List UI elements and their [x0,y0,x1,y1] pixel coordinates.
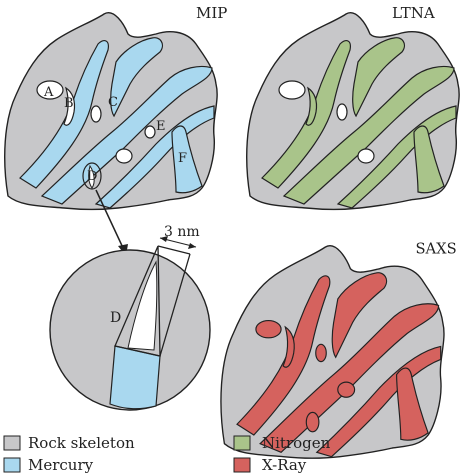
label-f: F [178,151,187,166]
label-a: A [43,85,54,100]
legend-swatch-rock [3,435,21,451]
pore-a [36,80,64,100]
legend-swatch-mercury [3,457,21,473]
label-c: C [108,95,118,110]
zoom-width-label: 3 nm [164,224,200,240]
saxs-title: SAXS [415,239,456,257]
zoom-detail: 3 nm D [49,189,211,411]
legend-label-rock: Rock skeleton [28,434,135,452]
saxs-panel: SAXS [220,239,457,459]
ltna-panel: LTNA [246,4,460,211]
legend-swatch-nitrogen [233,435,251,451]
zoom-circle [49,249,211,411]
saxs-xray-channels [236,272,442,458]
mip-title: MIP [196,4,227,22]
legend-label-xray: X-Ray [262,456,307,474]
pore-small [144,125,156,139]
label-e: E [156,119,166,134]
label-b: B [64,96,74,111]
label-d: D [87,169,97,184]
legend-label-nitrogen: Nitrogen [262,434,331,452]
zoom-mercury [109,345,161,410]
pore-e-small [115,148,133,164]
mip-panel: MIP A B C D E F [4,4,227,211]
ltna-title: LTNA [392,4,435,22]
pore-b-c [90,105,102,123]
zoom-pore-label: D [110,310,121,326]
pore-d-marker [82,162,102,190]
legend: Rock skeleton Mercury Nitrogen X-Ray [3,434,331,474]
legend-label-mercury: Mercury [28,456,94,474]
legend-swatch-xray [233,457,251,473]
